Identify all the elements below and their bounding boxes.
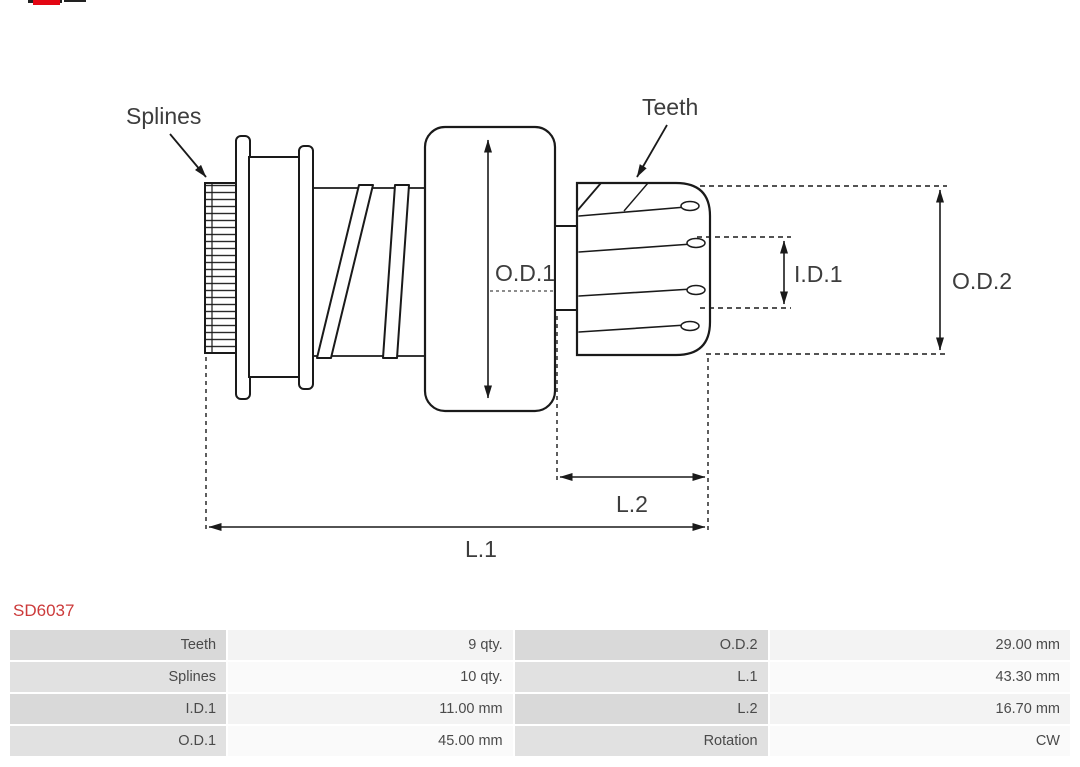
- pinion-shaft: [554, 225, 578, 311]
- spec-value: 11.00 mm: [228, 694, 513, 724]
- logo-fragment: [28, 0, 86, 5]
- spec-row: Splines 10 qty. L.1 43.30 mm: [10, 662, 1070, 692]
- id1-label: I.D.1: [794, 261, 843, 287]
- l2-dimension: L.2: [556, 316, 709, 532]
- spec-table: Teeth 9 qty. O.D.2 29.00 mm Splines 10 q…: [8, 628, 1072, 758]
- l1-label: L.1: [465, 536, 497, 562]
- spec-row: O.D.1 45.00 mm Rotation CW: [10, 726, 1070, 756]
- spring: [313, 184, 424, 359]
- teeth-callout: Teeth: [636, 94, 698, 178]
- spec-value: 16.70 mm: [769, 694, 1070, 724]
- od2-dimension: O.D.2: [700, 185, 1012, 355]
- drive-collar: [235, 135, 314, 400]
- od2-label: O.D.2: [952, 268, 1012, 294]
- spec-row: I.D.1 11.00 mm L.2 16.70 mm: [10, 694, 1070, 724]
- spec-label: L.1: [514, 662, 768, 692]
- id1-dimension: I.D.1: [697, 236, 843, 309]
- spec-label: L.2: [514, 694, 768, 724]
- spec-row: Teeth 9 qty. O.D.2 29.00 mm: [10, 630, 1070, 660]
- l2-label: L.2: [616, 491, 648, 517]
- spec-label: O.D.1: [10, 726, 227, 756]
- splines-label: Splines: [126, 103, 201, 129]
- spec-value: 10 qty.: [228, 662, 513, 692]
- part-code: SD6037: [13, 601, 75, 620]
- spec-value: 43.30 mm: [769, 662, 1070, 692]
- spec-label: Rotation: [514, 726, 768, 756]
- starter-drive-diagram: Splines Teeth O.D.1 O.D.2 I.D.1 L.2 L.1: [28, 0, 1012, 562]
- spec-value: 29.00 mm: [769, 630, 1070, 660]
- spec-value: 9 qty.: [228, 630, 513, 660]
- spec-value: 45.00 mm: [228, 726, 513, 756]
- od1-label: O.D.1: [495, 260, 555, 286]
- l1-dimension: L.1: [205, 357, 706, 562]
- splines-callout: Splines: [126, 103, 207, 178]
- spec-label: I.D.1: [10, 694, 227, 724]
- teeth-label: Teeth: [642, 94, 698, 120]
- spec-label: Splines: [10, 662, 227, 692]
- spec-label: Teeth: [10, 630, 227, 660]
- spec-value: CW: [769, 726, 1070, 756]
- splines-section: [204, 182, 237, 354]
- technical-drawing: Splines Teeth O.D.1 O.D.2 I.D.1 L.2 L.1: [28, 0, 1012, 562]
- od1-dimension: O.D.1: [484, 139, 555, 399]
- spec-label: O.D.2: [514, 630, 768, 660]
- pinion-gear: [575, 181, 712, 357]
